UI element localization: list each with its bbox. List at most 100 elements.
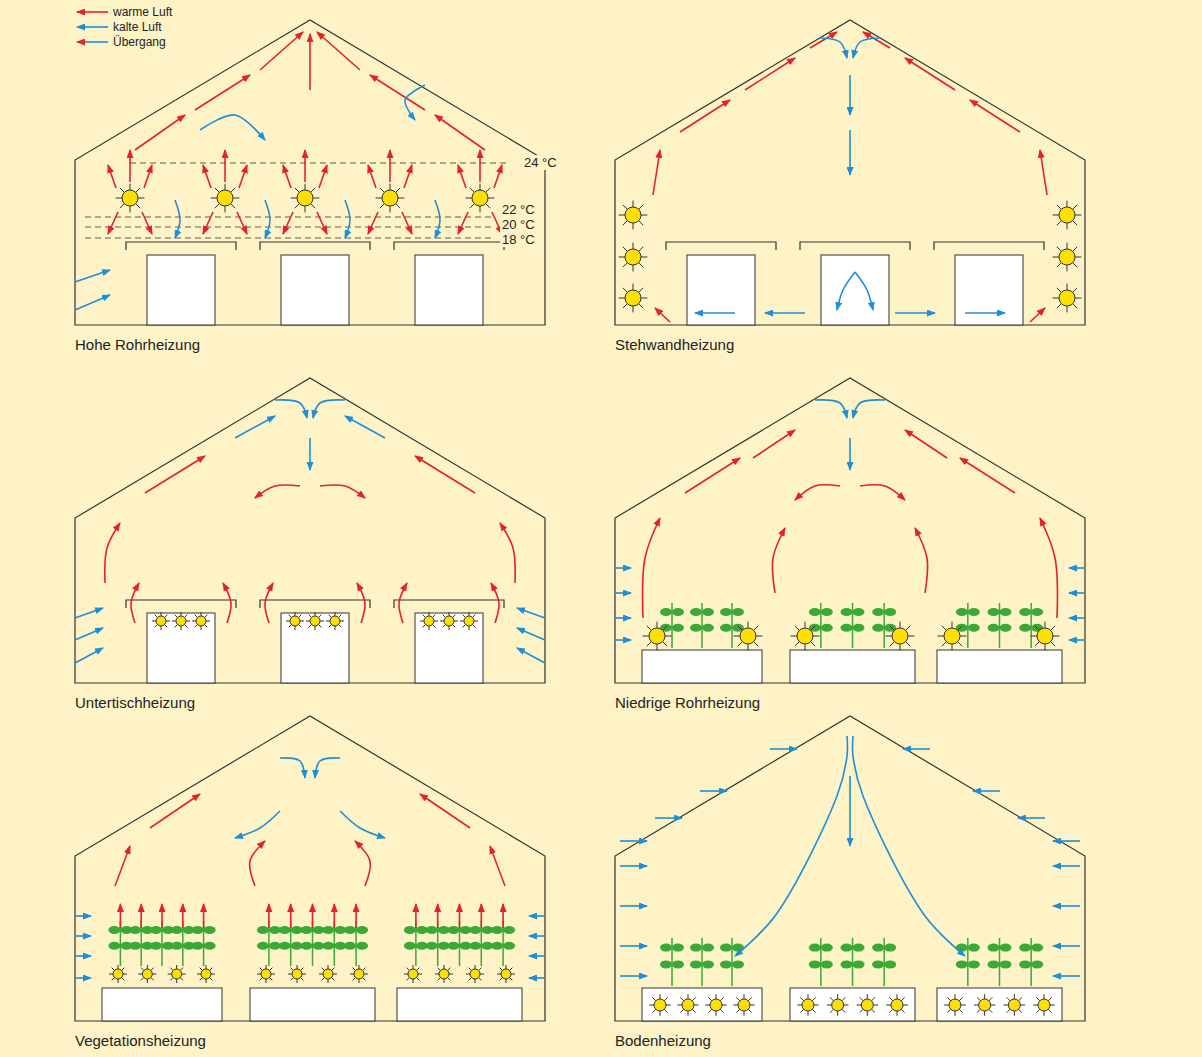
cold-air-arrow — [849, 130, 851, 175]
heater-symbol — [319, 965, 337, 983]
warm-air-arrow — [479, 150, 481, 182]
warm-air-arrow — [415, 904, 417, 928]
cold-air-arrow — [849, 776, 851, 846]
heater-symbol — [643, 622, 672, 651]
greenhouse-section — [615, 20, 1085, 330]
table-leg — [281, 255, 349, 325]
heater-symbol — [734, 622, 763, 651]
cold-air-arrow — [517, 608, 545, 618]
heater-symbol — [733, 994, 755, 1016]
warm-air-arrow — [655, 308, 670, 322]
warm-air-arrow — [458, 212, 468, 234]
warm-air-arrow — [355, 904, 357, 928]
heater-symbol — [138, 965, 156, 983]
plant — [872, 603, 896, 648]
warm-air-arrow — [389, 150, 391, 182]
temperature-layer — [85, 238, 495, 239]
heater-symbol — [168, 965, 186, 983]
table-top — [126, 242, 236, 250]
warm-air-arrow — [643, 518, 660, 618]
heater-symbol — [1031, 622, 1060, 651]
cold-air-arrow — [1053, 975, 1080, 977]
bench — [642, 650, 762, 683]
table-leg — [687, 255, 755, 325]
warm-air-arrow — [435, 115, 485, 150]
greenhouse-outline — [75, 716, 545, 1021]
plant — [720, 938, 744, 986]
warm-air-arrow — [182, 904, 184, 928]
cold-air-arrow — [517, 648, 545, 663]
temperature-label: 18 °C — [500, 232, 537, 247]
cold-air-arrow — [616, 639, 631, 641]
cold-air-arrow — [435, 200, 440, 238]
cold-air-arrow — [620, 975, 647, 977]
cold-air-arrow — [75, 295, 110, 310]
cold-air-arrow — [529, 977, 544, 979]
cold-air-arrow — [770, 748, 797, 750]
table-top — [666, 242, 776, 250]
cold-air-arrow — [895, 312, 935, 314]
table-top — [260, 242, 370, 250]
greenhouse-section — [75, 20, 545, 330]
cold-air-arrow — [200, 115, 265, 140]
cold-air-arrow — [1018, 817, 1045, 819]
heater-symbol — [466, 184, 495, 213]
heater-symbol — [404, 965, 422, 983]
warm-air-arrow — [753, 430, 795, 458]
warm-air-arrow — [195, 75, 250, 110]
cold-air-arrow — [616, 592, 631, 594]
bench — [397, 988, 522, 1021]
cold-air-arrow — [695, 312, 735, 314]
table-leg — [281, 613, 349, 683]
heater-symbol — [797, 994, 819, 1016]
cold-air-arrow — [1053, 945, 1080, 947]
warm-air-arrow — [312, 904, 314, 928]
cold-air-arrow — [313, 400, 345, 418]
legend-swatch — [75, 36, 109, 48]
panel-caption: Hohe Rohrheizung — [75, 336, 200, 353]
warm-air-arrow — [105, 523, 120, 583]
cold-air-arrow — [616, 567, 631, 569]
cold-air-arrow — [75, 648, 103, 663]
legend-label: warme Luft — [113, 5, 172, 19]
table-leg — [147, 613, 215, 683]
greenhouse-panel: Untertischheizung — [75, 378, 545, 712]
warm-air-arrow — [283, 212, 293, 234]
cold-air-arrow — [765, 312, 805, 314]
panel-caption: Stehwandheizung — [615, 336, 734, 353]
heater-symbol — [420, 612, 438, 630]
cold-air-arrow — [405, 85, 425, 120]
legend: warme Luftkalte LuftÜbergang — [75, 4, 172, 49]
heater-symbol — [1053, 284, 1082, 313]
panel-caption: Bodenheizung — [615, 1032, 711, 1049]
heater-symbol — [677, 994, 699, 1016]
plant — [872, 938, 896, 986]
temperature-label: 24 °C — [522, 155, 559, 170]
legend-label: Übergang — [113, 35, 166, 49]
greenhouse-outline — [75, 20, 545, 325]
bench — [642, 988, 762, 1021]
cold-air-arrow — [1053, 840, 1080, 842]
temperature-label: 22 °C — [500, 202, 537, 217]
warm-air-arrow — [773, 528, 785, 593]
warm-air-arrow — [1030, 308, 1045, 322]
heater-symbol — [211, 184, 240, 213]
heater-symbol — [288, 965, 306, 983]
cold-air-arrow — [820, 38, 847, 58]
heater-symbol — [886, 994, 908, 1016]
warm-air-arrow — [745, 58, 795, 90]
cold-air-arrow — [853, 38, 880, 58]
greenhouse-panel: Niedrige Rohrheizung — [615, 378, 1085, 712]
warm-air-arrow — [402, 212, 412, 234]
warm-air-arrow — [140, 904, 142, 928]
heater-symbol — [152, 612, 170, 630]
warm-air-arrow — [860, 485, 905, 500]
heater-symbol — [109, 965, 127, 983]
cold-air-arrow — [853, 400, 885, 418]
legend-swatch — [75, 21, 109, 33]
cold-air-arrow — [315, 758, 340, 778]
warm-air-arrow — [131, 583, 139, 623]
legend-row: Übergang — [75, 34, 172, 49]
heater-symbol — [460, 612, 478, 630]
heater-symbol — [350, 965, 368, 983]
